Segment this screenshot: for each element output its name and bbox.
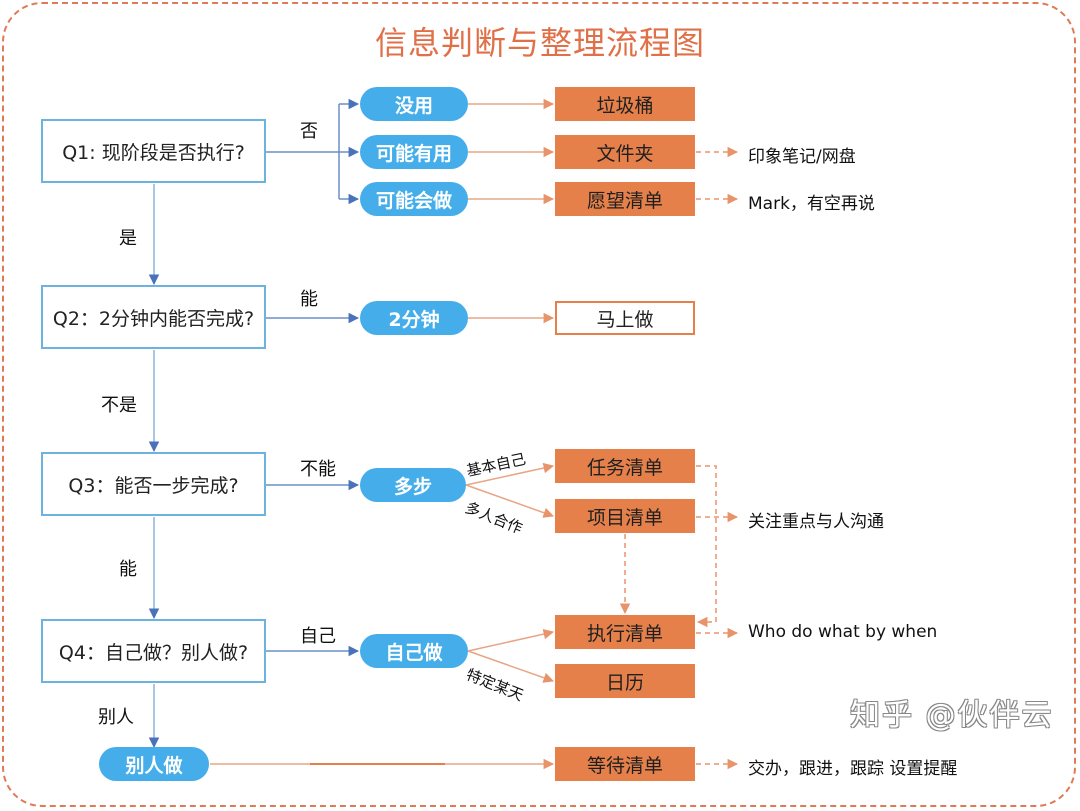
pill-multi-step: 多步 (360, 468, 466, 502)
note-connectors (619, 146, 739, 770)
note-folder: 印象笔记/网盘 (748, 147, 856, 167)
watermark: 知乎 @伙伴云 (850, 698, 1054, 733)
action-calendar: 日历 (555, 664, 695, 698)
action-do-now: 马上做 (555, 301, 695, 335)
label-q4-other: 别人 (98, 707, 134, 728)
note-project: 关注重点与人沟通 (748, 512, 884, 532)
action-waiting-list: 等待清单 (555, 747, 695, 781)
diagram-title: 信息判断与整理流程图 (374, 24, 705, 62)
action-project-list: 项目清单 (555, 499, 695, 533)
label-q3-yes: 能 (119, 559, 137, 580)
question-q2: Q2：2分钟内能否完成? (41, 285, 266, 349)
q-right-connectors (266, 312, 360, 657)
label-q4-self: 自己 (300, 626, 336, 647)
pill-self-do: 自己做 (360, 634, 468, 668)
action-exec-list: 执行清单 (555, 615, 695, 649)
action-task-list: 任务清单 (555, 449, 695, 483)
label-q1-no: 否 (300, 121, 318, 142)
question-q3: Q3：能否一步完成? (41, 452, 266, 516)
q1-no-connector (266, 98, 360, 205)
label-q2-no: 不是 (101, 395, 137, 416)
note-wishlist: Mark，有空再说 (748, 194, 875, 214)
note-waiting: 交办，跟进，跟踪 设置提醒 (748, 759, 958, 779)
question-q4: Q4：自己做？别人做? (41, 619, 266, 683)
question-q1: Q1: 现阶段是否执行? (41, 119, 266, 183)
action-wishlist: 愿望清单 (555, 182, 695, 216)
pill-to-action-connectors (210, 98, 555, 770)
pill-maybe-useful: 可能有用 (360, 135, 468, 169)
action-folder: 文件夹 (555, 135, 695, 169)
label-q1-yes: 是 (119, 228, 137, 249)
pill-useless: 没用 (360, 87, 468, 121)
action-trash: 垃圾桶 (555, 87, 695, 121)
label-q3-no: 不能 (300, 459, 336, 480)
note-exec: Who do what by when (748, 622, 938, 642)
pill-maybe-do: 可能会做 (360, 182, 468, 216)
pill-other-do: 别人做 (99, 747, 209, 781)
label-q2-yes: 能 (300, 289, 318, 310)
pill-two-minutes: 2分钟 (360, 301, 468, 335)
